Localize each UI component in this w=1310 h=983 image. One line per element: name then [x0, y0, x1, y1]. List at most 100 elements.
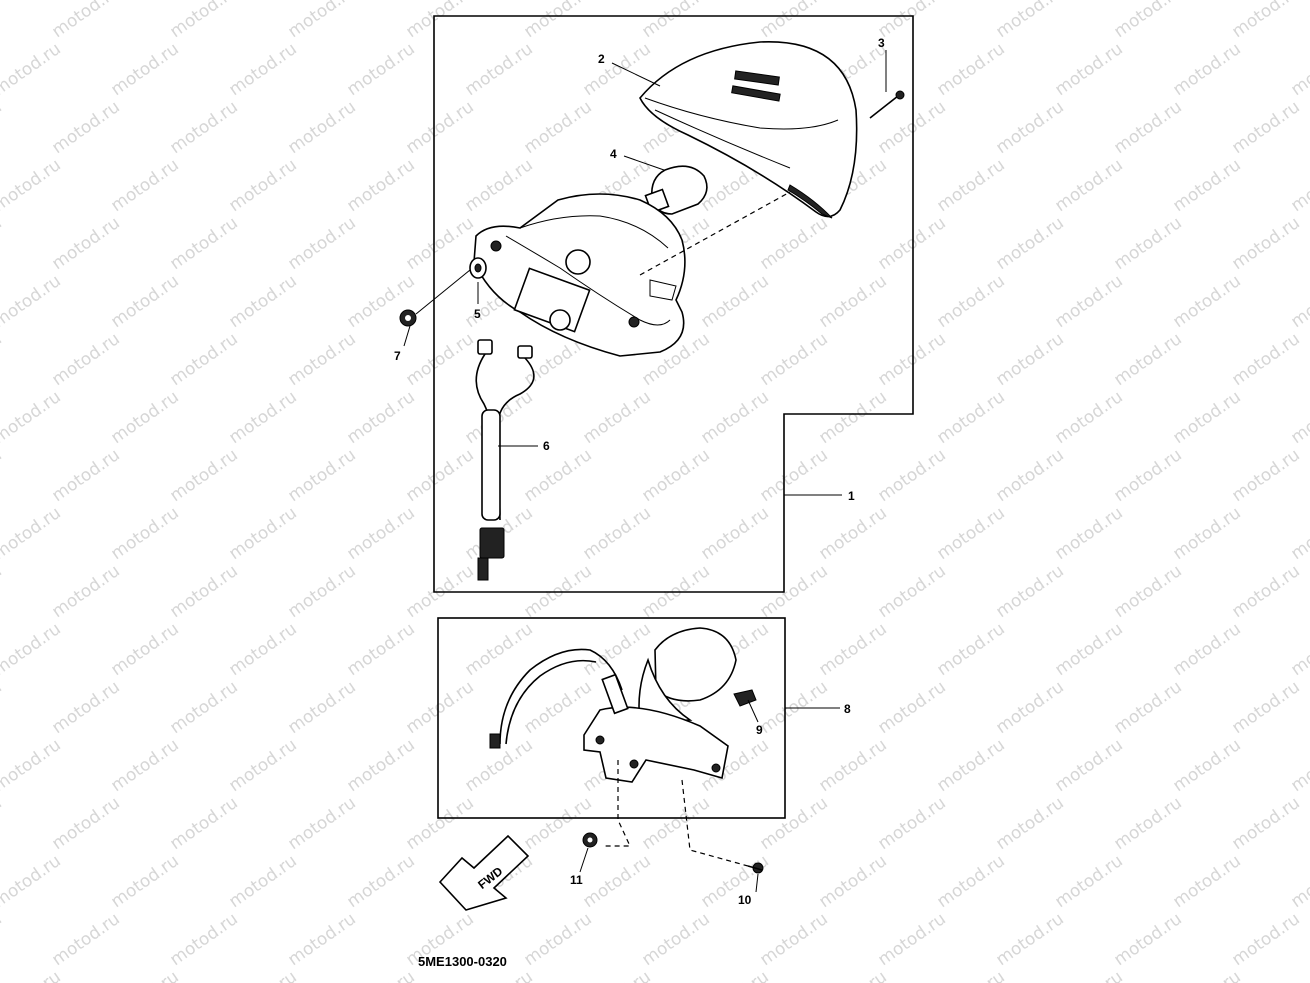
tail-housing[interactable] [473, 193, 686, 357]
watermark-text: motod.ru [107, 387, 182, 448]
watermark-text: motod.ru [0, 677, 6, 738]
watermark-text: motod.ru [1228, 793, 1303, 854]
small-plate[interactable] [733, 689, 757, 707]
watermark-text: motod.ru [933, 503, 1008, 564]
watermark-text: motod.ru [1287, 155, 1310, 216]
watermark-text: motod.ru [225, 851, 300, 912]
watermark-text: motod.ru [343, 851, 418, 912]
watermark-text: motod.ru [166, 561, 241, 622]
watermark-text: motod.ru [402, 213, 477, 274]
watermark-text: motod.ru [1228, 677, 1303, 738]
callout-7: 7 [394, 349, 401, 363]
watermark-text: motod.ru [1110, 909, 1185, 970]
watermark-text: motod.ru [874, 561, 949, 622]
washer[interactable] [469, 257, 487, 279]
watermark-text: motod.ru [107, 851, 182, 912]
callout-2: 2 [598, 52, 605, 66]
fwd-arrow: FWD [438, 834, 530, 911]
watermark-text: motod.ru [284, 909, 359, 970]
watermark-text: motod.ru [225, 39, 300, 100]
watermark-text: motod.ru [402, 793, 477, 854]
watermark-text: motod.ru [1169, 619, 1244, 680]
watermark-text: motod.ru [0, 387, 65, 448]
license-lamp[interactable] [489, 627, 737, 783]
watermark-text: motod.ru [461, 967, 536, 983]
watermark-text: motod.ru [461, 619, 536, 680]
watermark-text: motod.ru [992, 909, 1067, 970]
watermark-text: motod.ru [48, 445, 123, 506]
watermark-text: motod.ru [933, 735, 1008, 796]
watermark-text: motod.ru [225, 619, 300, 680]
watermark-text: motod.ru [0, 213, 6, 274]
callout-6: 6 [543, 439, 550, 453]
wire-harness[interactable] [475, 339, 535, 581]
watermark-text: motod.ru [0, 97, 6, 158]
watermark-text: motod.ru [1169, 271, 1244, 332]
watermark-text: motod.ru [461, 39, 536, 100]
watermark-text: motod.ru [225, 967, 300, 983]
watermark-text: motod.ru [402, 97, 477, 158]
watermark-text: motod.ru [0, 0, 6, 42]
watermark-text: motod.ru [166, 329, 241, 390]
watermark-text: motod.ru [402, 445, 477, 506]
watermark-text: motod.ru [992, 97, 1067, 158]
watermark-text: motod.ru [1110, 677, 1185, 738]
watermark-text: motod.ru [992, 677, 1067, 738]
watermark-text: motod.ru [284, 561, 359, 622]
watermark-text: motod.ru [0, 155, 65, 216]
watermark-text: motod.ru [1287, 387, 1310, 448]
watermark-text: motod.ru [874, 793, 949, 854]
watermark-text: motod.ru [48, 97, 123, 158]
callout-5: 5 [474, 307, 481, 321]
watermark-text: motod.ru [874, 213, 949, 274]
watermark-text: motod.ru [1287, 619, 1310, 680]
watermark-text: motod.ru [0, 793, 6, 854]
callout-1: 1 [848, 489, 855, 503]
watermark-text: motod.ru [48, 677, 123, 738]
watermark-text: motod.ru [0, 967, 65, 983]
watermark-text: motod.ru [0, 909, 6, 970]
watermark-text: motod.ru [107, 967, 182, 983]
watermark-text: motod.ru [874, 677, 949, 738]
watermark-text: motod.ru [815, 967, 890, 983]
watermark-text: motod.ru [697, 387, 772, 448]
watermark-text: motod.ru [520, 0, 595, 42]
watermark-text: motod.ru [1287, 39, 1310, 100]
watermark-text: motod.ru [225, 155, 300, 216]
nut[interactable] [399, 309, 417, 327]
watermark-text: motod.ru [579, 967, 654, 983]
mount-dashed-line-11 [602, 760, 631, 847]
watermark-text: motod.ru [1169, 967, 1244, 983]
bulb[interactable] [644, 165, 708, 215]
watermark-text: motod.ru [815, 735, 890, 796]
watermark-text: motod.ru [343, 155, 418, 216]
watermark-text: motod.ru [0, 619, 65, 680]
watermark-text: motod.ru [343, 967, 418, 983]
watermark-text: motod.ru [48, 909, 123, 970]
watermark-text: motod.ru [638, 793, 713, 854]
lens-screw[interactable] [869, 90, 905, 119]
watermark-text: motod.ru [0, 271, 65, 332]
watermark-text: motod.ru [933, 155, 1008, 216]
watermark-text: motod.ru [933, 967, 1008, 983]
nut-small[interactable] [582, 832, 598, 848]
watermark-text: motod.ru [520, 677, 595, 738]
watermark-text: motod.ru [874, 909, 949, 970]
watermark-text: motod.ru [520, 445, 595, 506]
watermark-text: motod.ru [756, 793, 831, 854]
watermark-text: motod.ru [1110, 561, 1185, 622]
watermark-text: motod.ru [1051, 503, 1126, 564]
watermark-text: motod.ru [638, 909, 713, 970]
watermark-text: motod.ru [284, 0, 359, 42]
watermark-text: motod.ru [1051, 271, 1126, 332]
watermark-text: motod.ru [815, 387, 890, 448]
watermark-text: motod.ru [0, 445, 6, 506]
watermark-text: motod.ru [756, 445, 831, 506]
bolt-small[interactable] [747, 862, 764, 874]
tail-lens[interactable] [639, 41, 858, 219]
watermark-text: motod.ru [107, 735, 182, 796]
watermark-text: motod.ru [1110, 213, 1185, 274]
watermark-text: motod.ru [107, 39, 182, 100]
diagram-code: 5ME1300-0320 [418, 954, 507, 969]
